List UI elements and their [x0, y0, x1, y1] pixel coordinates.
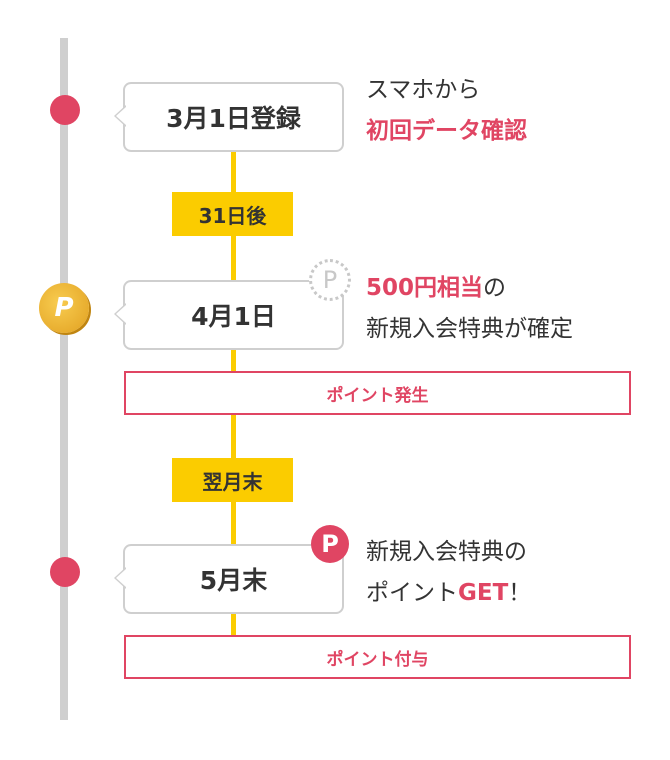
pending-point-icon: P [309, 259, 351, 301]
desc-text: ポイント [366, 580, 458, 606]
step-description: 新規入会特典の ポイントGET！ [366, 532, 531, 614]
desc-highlight: 500円相当 [366, 275, 484, 301]
interval-label: 翌月末 [172, 458, 293, 502]
icon-letter: P [321, 530, 339, 558]
date-label: 3月1日登録 [166, 104, 301, 133]
point-icon: P [311, 525, 349, 563]
date-bubble-grant: 5月末 [114, 544, 344, 614]
timeline-dot [50, 95, 80, 125]
desc-highlight: 初回データ確認 [366, 118, 527, 144]
desc-line: スマホから [366, 77, 481, 103]
step-description: 500円相当の 新規入会特典が確定 [366, 268, 573, 350]
date-bubble-registration: 3月1日登録 [114, 82, 344, 152]
badge-point-issued: ポイント発生 [124, 371, 631, 415]
desc-text: の [483, 275, 507, 301]
date-bubble-confirm: 4月1日 [114, 280, 344, 350]
interval-label: 31日後 [172, 192, 293, 236]
icon-letter: P [322, 266, 338, 294]
coin-label: P [54, 293, 74, 323]
timeline-axis [60, 38, 68, 720]
step-description: スマホから 初回データ確認 [366, 70, 527, 152]
badge-point-granted: ポイント付与 [124, 635, 631, 679]
desc-line: 新規入会特典が確定 [366, 316, 573, 342]
timeline-dot [50, 557, 80, 587]
desc-text: ！ [508, 580, 532, 606]
date-label: 5月末 [199, 566, 268, 595]
desc-line: 新規入会特典の [366, 539, 527, 565]
coin-icon: P [39, 283, 89, 333]
date-label: 4月1日 [191, 302, 276, 331]
desc-highlight: GET [458, 580, 509, 606]
